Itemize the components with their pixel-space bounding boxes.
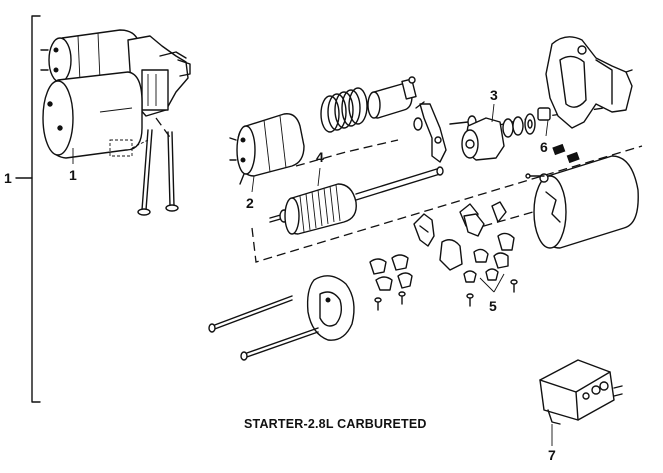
field-frame [525, 155, 639, 249]
through-bolts [208, 295, 319, 361]
callout-1-outer: 1 [4, 170, 12, 186]
callout-2-leader [251, 175, 255, 193]
drive-gear [461, 113, 536, 161]
plunger [367, 76, 417, 119]
starter-assembly [40, 29, 191, 216]
commutator-end-frame [306, 275, 355, 341]
diagram-caption: STARTER-2.8L CARBURETED [244, 417, 427, 431]
callout-4-leader [317, 167, 321, 187]
solenoid [229, 113, 305, 185]
callout-6: 6 [540, 139, 548, 155]
screws [374, 279, 518, 311]
callout-7: 7 [548, 447, 556, 463]
relay [539, 359, 623, 425]
callout-1-inner: 1 [69, 167, 77, 183]
callout-6-leader [545, 119, 549, 137]
drive-end-housing [537, 36, 633, 129]
callout-2: 2 [246, 195, 254, 211]
callout-4: 4 [316, 149, 324, 165]
callout-3-leader [491, 103, 495, 123]
brush-pair [552, 143, 580, 164]
callout-5: 5 [489, 298, 497, 314]
brush-holders [369, 201, 515, 291]
armature [269, 166, 444, 235]
plunger-spring [320, 87, 368, 133]
callout-3: 3 [490, 87, 498, 103]
assembly-bracket [15, 15, 41, 403]
shift-lever [413, 101, 477, 163]
callout-5-leaders [479, 273, 505, 293]
